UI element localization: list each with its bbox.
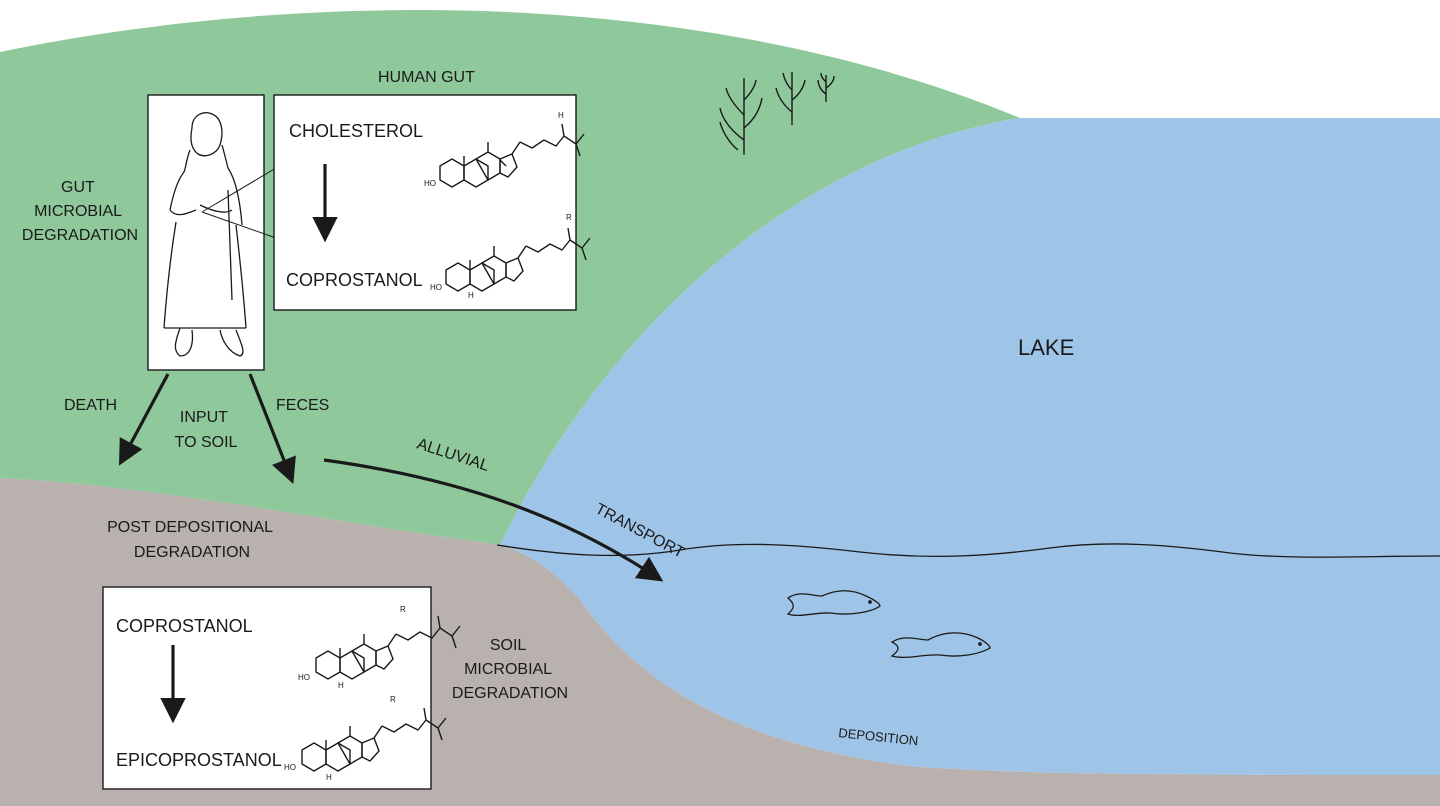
lake-area xyxy=(500,118,1440,775)
gut-label-line: DEGRADATION xyxy=(22,227,138,244)
post-depositional-degradation-label: POST DEPOSITIONAL DEGRADATION xyxy=(107,519,277,561)
alluvial-transport-arrow xyxy=(323,458,664,582)
epicoprostanol-label: EPICOPROSTANOL xyxy=(116,750,282,770)
post-depositional-line: POST DEPOSITIONAL xyxy=(107,519,273,536)
coprostanol-top-h-text: H xyxy=(468,291,474,300)
person-box xyxy=(147,94,265,371)
soil-label-line: DEGRADATION xyxy=(452,685,568,702)
person-illustration xyxy=(163,112,247,357)
gut-microbial-degradation-label: GUT MICROBIAL DEGRADATION xyxy=(22,179,138,244)
coprostanol-label-bottom: COPROSTANOL xyxy=(116,616,253,636)
epicoprostanol-ho-text: HO xyxy=(284,763,296,772)
post-depositional-line: DEGRADATION xyxy=(134,544,250,561)
lake-label: LAKE xyxy=(1018,335,1074,360)
epicoprostanol-structure: HO H R xyxy=(284,695,447,782)
input-to-soil-label: INPUT TO SOIL xyxy=(175,409,238,451)
water-surface-line xyxy=(496,543,1440,558)
epicoprostanol-h-text: H xyxy=(326,773,332,782)
death-label: DEATH xyxy=(64,397,117,414)
coprostanol-top-r-text: R xyxy=(566,213,572,222)
gut-pointer-line xyxy=(201,211,277,239)
cholesterol-structure: HO H xyxy=(424,111,585,188)
input-to-soil-line: INPUT xyxy=(180,409,228,426)
coprostanol-label-top: COPROSTANOL xyxy=(286,270,423,290)
soil-microbial-degradation-label: SOIL MICROBIAL DEGRADATION xyxy=(452,637,568,702)
soil-label-line: SOIL xyxy=(490,637,527,654)
gut-label-line: MICROBIAL xyxy=(34,203,122,220)
cholesterol-r-text: H xyxy=(558,111,564,120)
coprostanol-bottom-r-text: R xyxy=(400,605,406,614)
gut-pointer-line xyxy=(201,167,277,213)
epicoprostanol-r-text: R xyxy=(390,695,396,704)
coprostanol-structure-bottom: HO H R xyxy=(298,605,461,690)
coprostanol-bottom-h-text: H xyxy=(338,681,344,690)
coprostanol-bottom-ho-text: HO xyxy=(298,673,310,682)
death-arrow xyxy=(118,373,170,466)
soil-label-line: MICROBIAL xyxy=(464,661,552,678)
human-gut-label: HUMAN GUT xyxy=(378,69,475,86)
corn-plants-icon xyxy=(719,72,835,155)
cholesterol-ho-text: HO xyxy=(424,179,436,188)
gut-label-line: GUT xyxy=(61,179,95,196)
fish-icon xyxy=(786,590,991,659)
input-to-soil-line: TO SOIL xyxy=(175,434,238,451)
coprostanol-top-ho-text: HO xyxy=(430,283,442,292)
soil-degradation-box xyxy=(102,586,432,790)
cholesterol-label: CHOLESTEROL xyxy=(289,121,423,141)
feces-label: FECES xyxy=(276,397,329,414)
coprostanol-structure-top: HO H R xyxy=(430,213,591,300)
feces-arrow xyxy=(248,373,296,484)
